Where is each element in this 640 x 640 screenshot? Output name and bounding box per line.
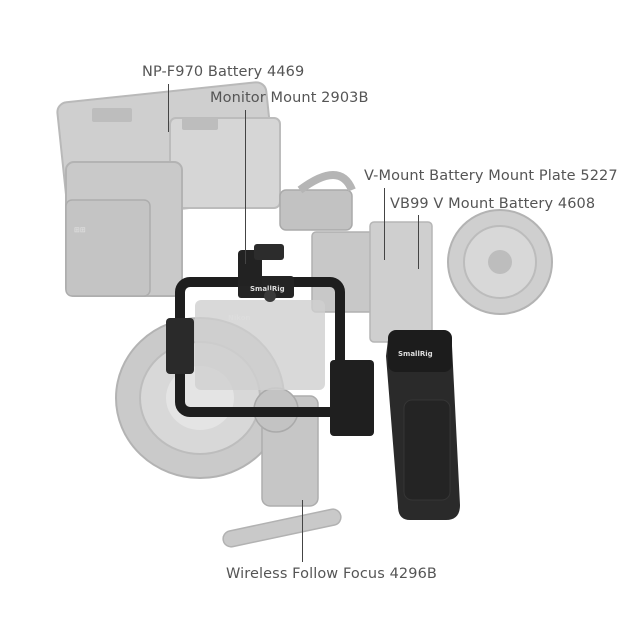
ghost-handwheel [447,209,553,315]
camera-brand-mark: Nikon [228,314,251,322]
camera-cage: SmallRig Nikon [166,244,374,436]
leader-follow-focus [302,500,303,562]
leader-vb99 [418,215,419,269]
callout-follow-focus: Wireless Follow Focus 4296B [226,566,437,582]
leader-monitor-mount [245,110,246,264]
battery-logo-mark: ⊞⊞ [74,226,86,234]
leader-battery-np [168,84,169,132]
callout-vmount-plate: V-Mount Battery Mount Plate 5227 [364,168,618,184]
callout-vb99: VB99 V Mount Battery 4608 [390,196,596,212]
handle-brand-mark: SmallRig [398,350,433,358]
ghost-top-handle [279,171,356,231]
ghost-np-battery: ⊞⊞ [65,199,151,297]
ghost-follow-focus [222,387,342,548]
callout-monitor-mount: Monitor Mount 2903B [210,90,369,106]
side-handle: SmallRig [386,330,460,520]
leader-vmount-plate [384,188,385,260]
cage-brand-mark: SmallRig [250,285,285,293]
ghost-vmount [311,221,433,343]
callout-battery-np: NP-F970 Battery 4469 [142,64,305,80]
